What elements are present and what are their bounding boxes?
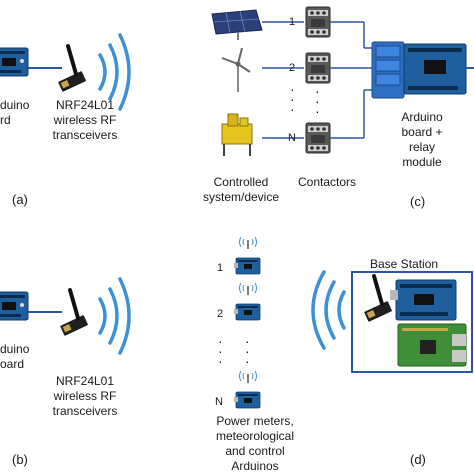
panel-a-arduino-label: duino rd xyxy=(0,98,29,128)
arduino-board-icon xyxy=(403,43,467,95)
raspberry-pi-icon xyxy=(397,323,467,367)
item-number: 2 xyxy=(289,62,296,74)
panel-a-label: (a) xyxy=(12,192,28,207)
contactor-icon xyxy=(305,122,331,154)
label-line: NRF24L01 xyxy=(55,374,115,388)
rf-transceiver-icon xyxy=(362,274,395,324)
panel-b-graphics xyxy=(0,277,131,355)
label-line: wireless RF xyxy=(53,389,117,403)
contactor-icon xyxy=(305,6,331,38)
label-line: Power meters, xyxy=(216,414,294,428)
wireless-waves-icon xyxy=(98,33,131,111)
label-line: Controlled xyxy=(213,175,269,189)
label-line: module xyxy=(402,155,442,169)
panel-a-rf-label: NRF24L01 wireless RF transceivers xyxy=(40,98,130,143)
item-number: N xyxy=(288,132,296,144)
wind-turbine-icon xyxy=(221,47,251,92)
label-line: duino xyxy=(0,98,30,112)
label-line: Arduino xyxy=(401,110,443,124)
wireless-waves-icon xyxy=(98,277,131,355)
ellipsis-dots: ··· xyxy=(290,81,295,117)
panel-b-label: (b) xyxy=(12,452,28,467)
label-line: board + xyxy=(401,125,443,139)
label-line: transceivers xyxy=(52,128,118,142)
wireless-waves-icon xyxy=(311,270,346,350)
label-line: NRF24L01 xyxy=(55,98,115,112)
power-meter-node-icon xyxy=(233,370,261,409)
item-number: 2 xyxy=(217,308,224,320)
ellipsis-dots: ··· xyxy=(218,333,223,369)
item-number: 1 xyxy=(289,16,296,28)
item-number: 1 xyxy=(217,262,224,274)
label-line: oard xyxy=(0,357,25,371)
label-line: and control xyxy=(225,444,285,458)
label-line: relay xyxy=(408,140,435,154)
arduino-board-icon xyxy=(390,279,457,321)
power-meters-label: Power meters, meteorological and control… xyxy=(200,414,310,474)
contactor-icon xyxy=(305,52,331,84)
panel-d-label: (d) xyxy=(410,452,426,467)
label-line: meteorological xyxy=(215,429,295,443)
panel-c-label: (c) xyxy=(410,194,426,209)
contactors-label: Contactors xyxy=(297,175,357,189)
arduino-board-icon xyxy=(0,291,29,321)
rf-transceiver-icon xyxy=(56,44,89,94)
base-station-box xyxy=(351,271,473,373)
item-number: N xyxy=(215,396,223,408)
panel-d-graphics xyxy=(233,236,473,409)
panel-c-graphics xyxy=(211,6,474,156)
arduino-board-icon xyxy=(0,47,29,77)
relay-module-icon xyxy=(371,41,405,99)
label-line: duino xyxy=(0,342,30,356)
label-line: wireless RF xyxy=(53,113,117,127)
rf-transceiver-icon xyxy=(58,288,91,338)
arduino-relay-label: Arduino board + relay module xyxy=(382,110,462,170)
label-line: rd xyxy=(0,113,11,127)
power-meter-node-icon xyxy=(233,236,261,275)
generator-icon xyxy=(221,113,253,156)
label-line: system/device xyxy=(202,190,280,204)
label-line: transceivers xyxy=(52,404,118,418)
controlled-system-label: Controlled system/device xyxy=(196,175,286,205)
ellipsis-dots: ··· xyxy=(315,83,320,119)
solar-panel-icon xyxy=(211,9,263,40)
panel-a-graphics xyxy=(0,33,131,111)
panel-b-arduino-label: duino oard xyxy=(0,342,29,372)
ellipsis-dots: ··· xyxy=(245,333,250,369)
panel-b-rf-label: NRF24L01 wireless RF transceivers xyxy=(40,374,130,419)
base-station-title: Base Station xyxy=(370,257,439,271)
label-line: Arduinos xyxy=(231,459,279,473)
power-meter-node-icon xyxy=(233,282,261,321)
